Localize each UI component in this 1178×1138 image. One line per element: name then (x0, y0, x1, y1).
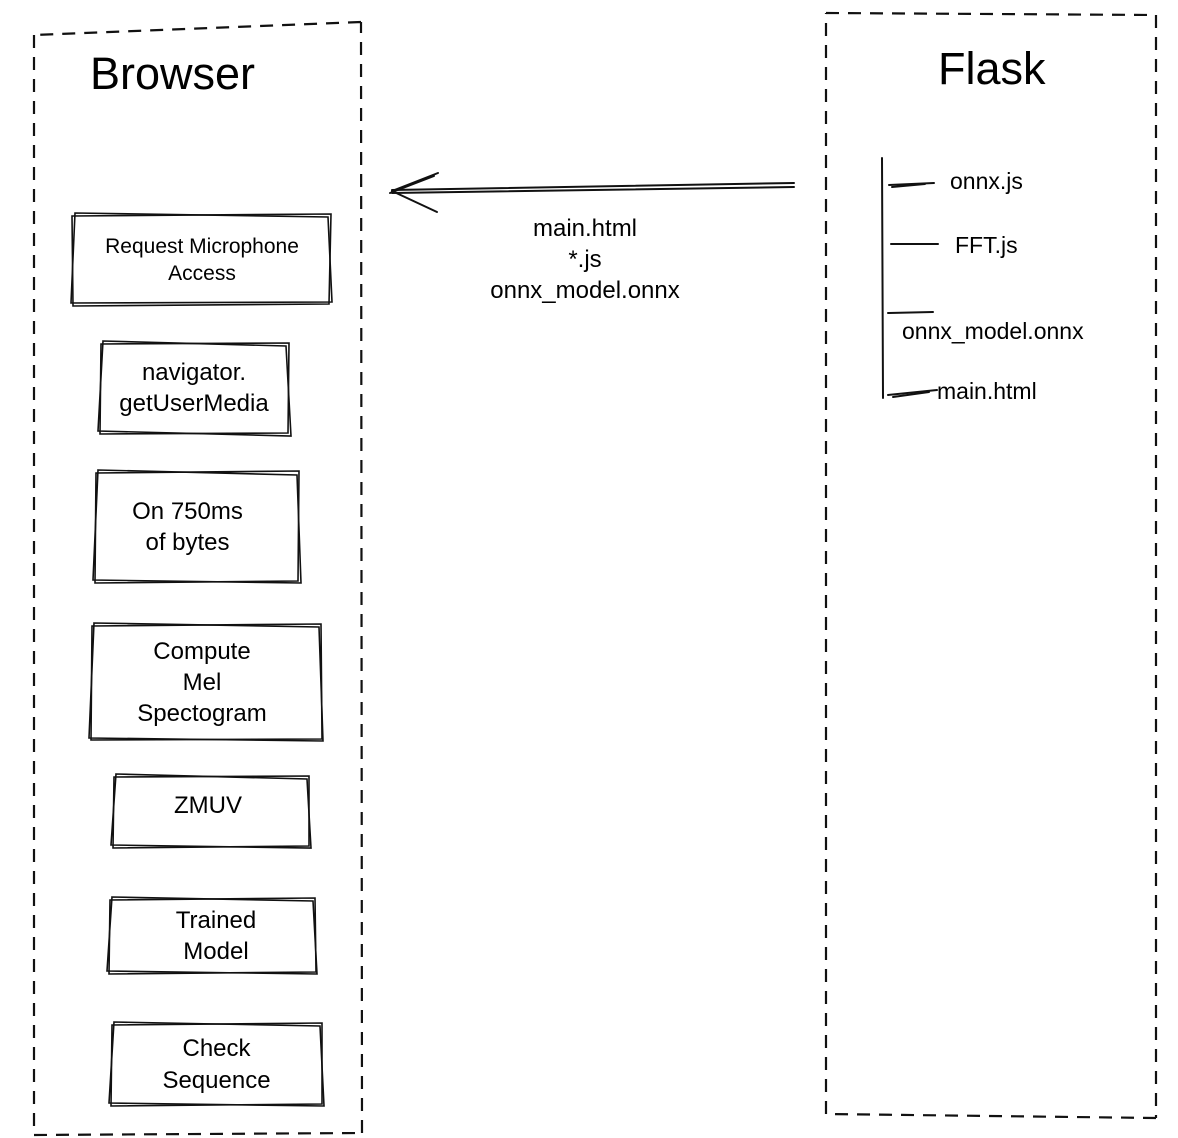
step-label: Compute Mel Spectogram (137, 637, 267, 728)
step-box-get-user-media (97, 340, 292, 437)
transfer-line: main.html (532, 215, 638, 242)
step-zmuv: ZMUV (113, 775, 303, 837)
step-750ms-bytes: On 750ms of bytes (70, 472, 305, 582)
step-trained-model: Trained Model (116, 899, 316, 973)
step-request-microphone-access: Request Microphone Access (73, 215, 331, 305)
step-label: Trained Model (175, 906, 257, 965)
step-get-user-media: navigator. getUserMedia (99, 343, 289, 433)
flask-title: Flask (938, 43, 1046, 94)
step-label: ZMUV (174, 792, 242, 820)
step-box-check-sequence (108, 1021, 325, 1107)
transfer-line: onnx_model.onnx (490, 277, 680, 304)
flask-container (824, 11, 1158, 1120)
browser-title: Browser (90, 48, 256, 99)
step-label: Request Microphone Access (105, 234, 299, 285)
browser-container (32, 20, 364, 1137)
step-compute-mel-spectogram: Compute Mel Spectogram (92, 625, 312, 740)
step-label: On 750ms of bytes (132, 497, 243, 556)
file-tree (881, 157, 939, 399)
transfer-arrow (389, 172, 795, 213)
step-box-750ms (92, 469, 302, 584)
step-label: navigator. getUserMedia (119, 358, 269, 417)
file-fft-js: FFT.js (955, 232, 1018, 258)
step-box-mel-spectogram (88, 622, 324, 742)
file-onnx-model: onnx_model.onnx (902, 318, 1084, 344)
step-box-zmuv (110, 773, 312, 849)
transfer-label: main.html *.js onnx_model.onnx (455, 213, 715, 306)
step-box-trained-model (106, 896, 318, 975)
transfer-line: *.js (568, 246, 602, 273)
file-onnx-js: onnx.js (950, 168, 1023, 194)
step-box-request-microphone (70, 212, 333, 307)
step-check-sequence: Check Sequence (114, 1024, 319, 1105)
file-main-html: main.html (937, 378, 1037, 404)
step-label: Check Sequence (162, 1035, 271, 1094)
